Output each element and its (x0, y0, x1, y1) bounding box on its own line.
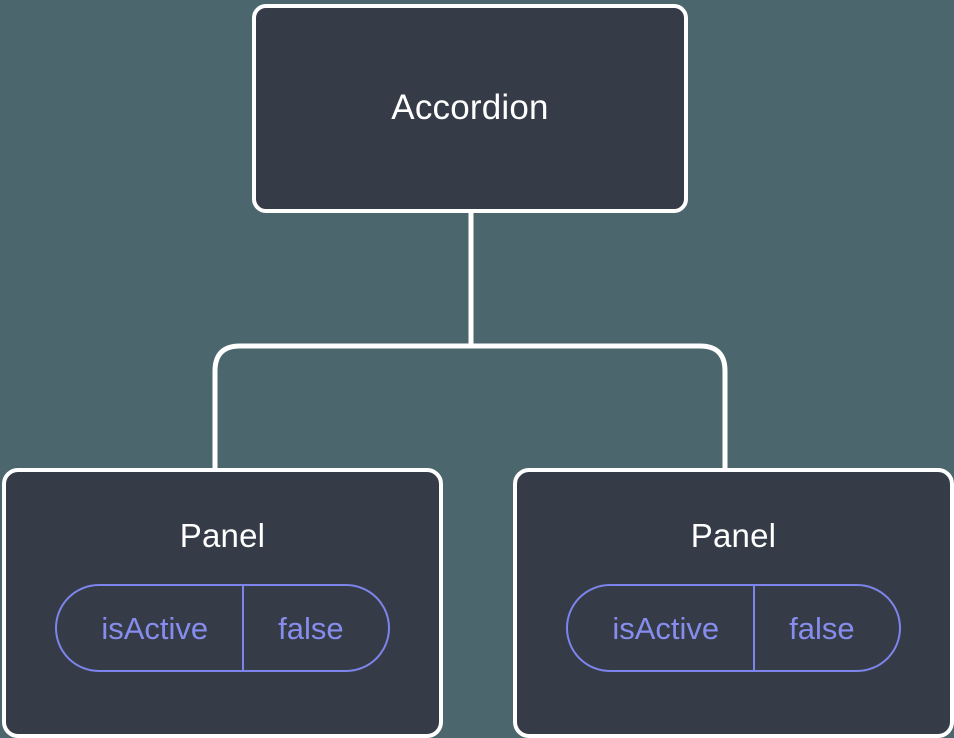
node-accordion-title: Accordion (391, 88, 549, 128)
node-panel-right[interactable]: Panel isActive false (513, 468, 954, 738)
prop-key-is-active-right: isActive (612, 610, 720, 646)
node-panel-left-title: Panel (179, 517, 266, 554)
prop-pill-is-active-right[interactable]: isActive false (566, 584, 901, 673)
prop-value-is-active-left: false (242, 586, 387, 671)
node-panel-left[interactable]: Panel isActive false (2, 468, 443, 738)
prop-value-is-active-right: false (753, 586, 898, 671)
node-panel-right-title: Panel (690, 517, 777, 554)
node-accordion[interactable]: Accordion (252, 4, 688, 213)
edge-accordion-to-panel-right (471, 343, 728, 470)
prop-pill-is-active-left[interactable]: isActive false (55, 584, 390, 673)
prop-key-is-active-left: isActive (101, 610, 209, 646)
edge-accordion-to-panel-left (212, 343, 471, 470)
